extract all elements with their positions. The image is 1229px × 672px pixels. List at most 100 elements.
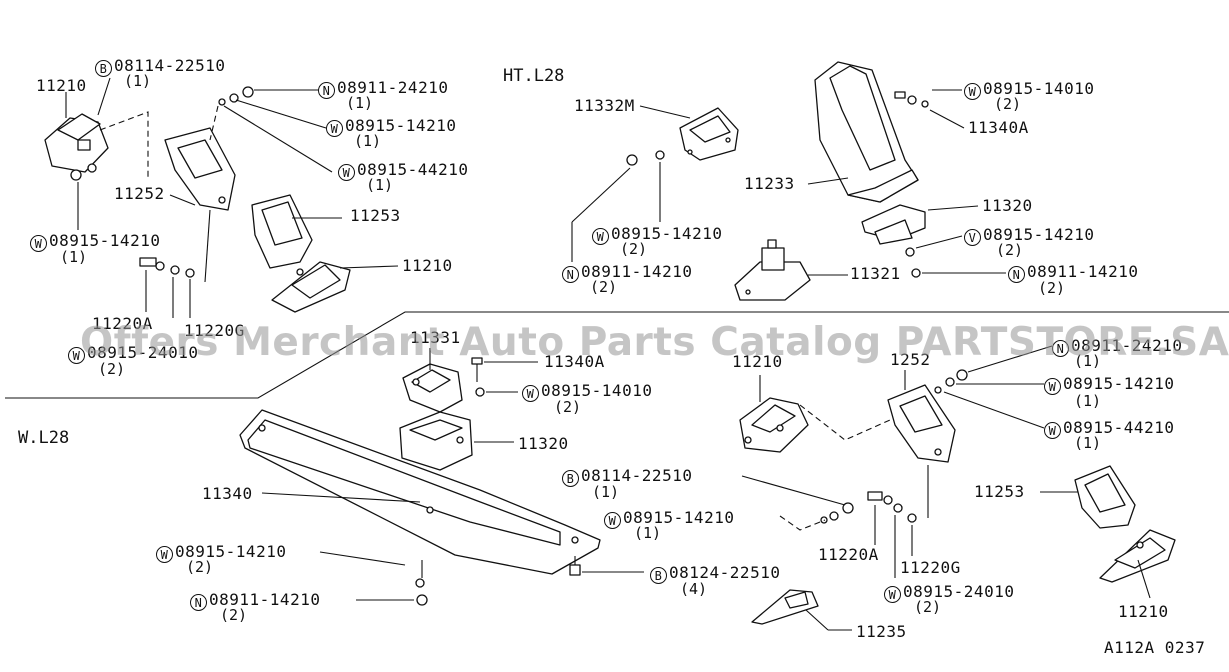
part-number-label: 11253 <box>350 206 401 225</box>
washer-marker-icon: W <box>604 512 621 529</box>
washer-icon <box>415 578 425 588</box>
part-number-label: 08114-22510 <box>114 56 226 75</box>
bracket-1252-lower <box>887 384 956 463</box>
part-number-label: 08915-14210 <box>623 508 735 527</box>
part-number-label: 11233 <box>744 174 795 193</box>
part-number-label: 08911-14210 <box>581 262 693 281</box>
part-number-label: 11331 <box>410 328 461 347</box>
bolt-and-washers-11220-lower <box>867 491 917 523</box>
crossmember-11233 <box>814 61 919 203</box>
nut-marker-icon: N <box>562 266 579 283</box>
quantity-label: (2) <box>1038 279 1066 297</box>
bolt-marker-icon: B <box>650 567 667 584</box>
bracket-11235 <box>751 589 819 625</box>
bracket-11252-top-left <box>164 127 236 211</box>
heat-shield-11253-top-left <box>251 194 313 269</box>
part-number-label: 08915-24010 <box>87 343 199 362</box>
nut-marker-icon: N <box>1008 266 1025 283</box>
washer-marker-icon: W <box>592 228 609 245</box>
bolt-08124 <box>569 556 581 576</box>
part-number-label: 11340A <box>968 118 1029 137</box>
part-number-label: 11220G <box>184 321 245 340</box>
leader-line <box>235 99 327 129</box>
nut-icon <box>911 268 921 278</box>
washer-marker-icon: W <box>326 120 343 137</box>
mount-11331 <box>402 363 463 413</box>
quantity-label: (1) <box>346 94 374 112</box>
quantity-label: (2) <box>996 241 1024 259</box>
part-number-label: 11210 <box>36 76 87 95</box>
washer-marker-icon: V <box>964 229 981 246</box>
part-number-label: 08915-14210 <box>175 542 287 561</box>
quantity-label: (2) <box>590 278 618 296</box>
washer-marker-icon: W <box>964 83 981 100</box>
part-number-label: 11210 <box>1118 602 1169 621</box>
quantity-label: (1) <box>124 72 152 90</box>
part-number-label: 11220A <box>818 545 879 564</box>
bracket-11332m <box>679 107 739 161</box>
section-label-ht: HT.L28 <box>503 66 565 86</box>
bolt-and-washers-11220 <box>139 257 195 278</box>
mount-insulator-11210-top-left <box>44 113 109 181</box>
nut-marker-icon: N <box>190 594 207 611</box>
bolt-marker-icon: B <box>562 470 579 487</box>
washer-marker-icon: W <box>884 586 901 603</box>
part-number-label: 11210 <box>402 256 453 275</box>
part-number-label: 11210 <box>732 352 783 371</box>
part-number-label: 11320 <box>518 434 569 453</box>
part-number-label: 08915-14210 <box>983 225 1095 244</box>
nut-marker-icon: N <box>1052 340 1069 357</box>
section-divider-line <box>5 311 1229 399</box>
washers-lower-right <box>934 369 968 394</box>
watermark: Offers Merchant Auto Parts Catalog PARTS… <box>80 320 1229 365</box>
leader-line <box>339 265 399 269</box>
part-number-label: 11340A <box>544 352 605 371</box>
part-number-label: 08114-22510 <box>581 466 693 485</box>
washer-marker-icon: W <box>338 164 355 181</box>
leader-line <box>204 209 211 283</box>
nut-icon <box>416 594 428 606</box>
leader-line <box>169 194 196 206</box>
figure-code: A112A 0237 <box>1104 638 1206 657</box>
part-number-label: 08124-22510 <box>669 563 781 582</box>
washer-marker-icon: W <box>1044 378 1061 395</box>
part-number-label: 11320 <box>982 196 1033 215</box>
leader-line <box>639 105 691 119</box>
mount-11321 <box>734 239 811 301</box>
part-number-label: 08915-14210 <box>611 224 723 243</box>
part-number-label: 11252 <box>114 184 165 203</box>
washer-marker-icon: W <box>1044 422 1061 439</box>
part-number-label: 08915-44210 <box>357 160 469 179</box>
quantity-label: (1) <box>60 248 88 266</box>
part-number-label: 08915-14010 <box>983 79 1095 98</box>
quantity-label: (2) <box>98 360 126 378</box>
leader-line <box>223 105 333 173</box>
quantity-label: (2) <box>994 95 1022 113</box>
leader-line <box>927 205 979 211</box>
part-number-label: 08911-24210 <box>1071 336 1183 355</box>
quantity-label: (4) <box>680 580 708 598</box>
mount-11210-mid-left <box>271 261 351 313</box>
leader-line <box>741 475 846 506</box>
quantity-label: (1) <box>1074 352 1102 370</box>
part-number-label: 08915-14010 <box>541 381 653 400</box>
bolt-11340a-top <box>894 91 929 108</box>
assembly-guide-line <box>779 515 826 531</box>
washer-marker-icon: W <box>68 347 85 364</box>
part-number-label: 08915-24010 <box>903 582 1015 601</box>
quantity-label: (2) <box>914 598 942 616</box>
